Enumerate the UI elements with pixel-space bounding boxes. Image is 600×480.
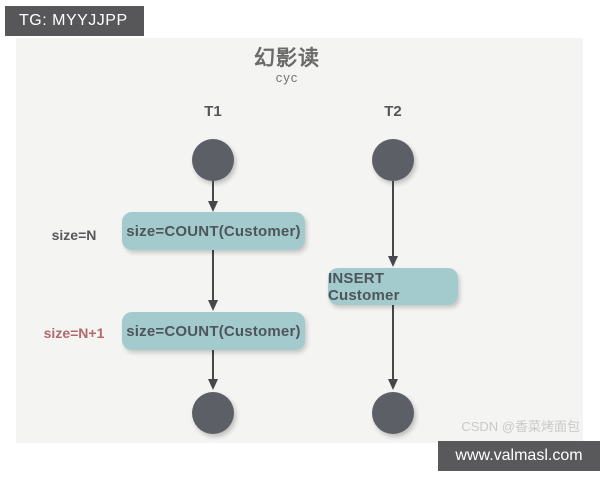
lane-label-t2: T2 bbox=[384, 103, 402, 120]
arrow-down-icon bbox=[208, 350, 218, 390]
arrow-down-icon bbox=[388, 181, 398, 267]
t1-step-2-box: size=COUNT(Customer) bbox=[122, 312, 305, 350]
arrow-down-icon bbox=[208, 181, 218, 212]
diagram-subtitle: cyc bbox=[275, 70, 299, 85]
arrow-down-icon bbox=[388, 305, 398, 390]
t1-start-node-icon bbox=[192, 139, 234, 181]
annotation-size-n: size=N bbox=[51, 227, 97, 243]
diagram-title: 幻影读 bbox=[254, 47, 320, 70]
lane-label-t1: T1 bbox=[204, 103, 222, 120]
t1-step-1-box: size=COUNT(Customer) bbox=[122, 212, 305, 250]
t2-end-node-icon bbox=[372, 392, 414, 434]
t1-end-node-icon bbox=[192, 392, 234, 434]
header-badge: TG: MYYJJPP bbox=[5, 6, 144, 36]
footer-url-badge: www.valmasl.com bbox=[438, 441, 600, 471]
t2-step-1-box: INSERT Customer bbox=[328, 268, 458, 305]
annotation-size-n-plus-1: size=N+1 bbox=[43, 325, 105, 341]
arrow-down-icon bbox=[208, 250, 218, 311]
t2-start-node-icon bbox=[372, 139, 414, 181]
watermark-text: CSDN @香菜烤面包 bbox=[461, 419, 580, 434]
